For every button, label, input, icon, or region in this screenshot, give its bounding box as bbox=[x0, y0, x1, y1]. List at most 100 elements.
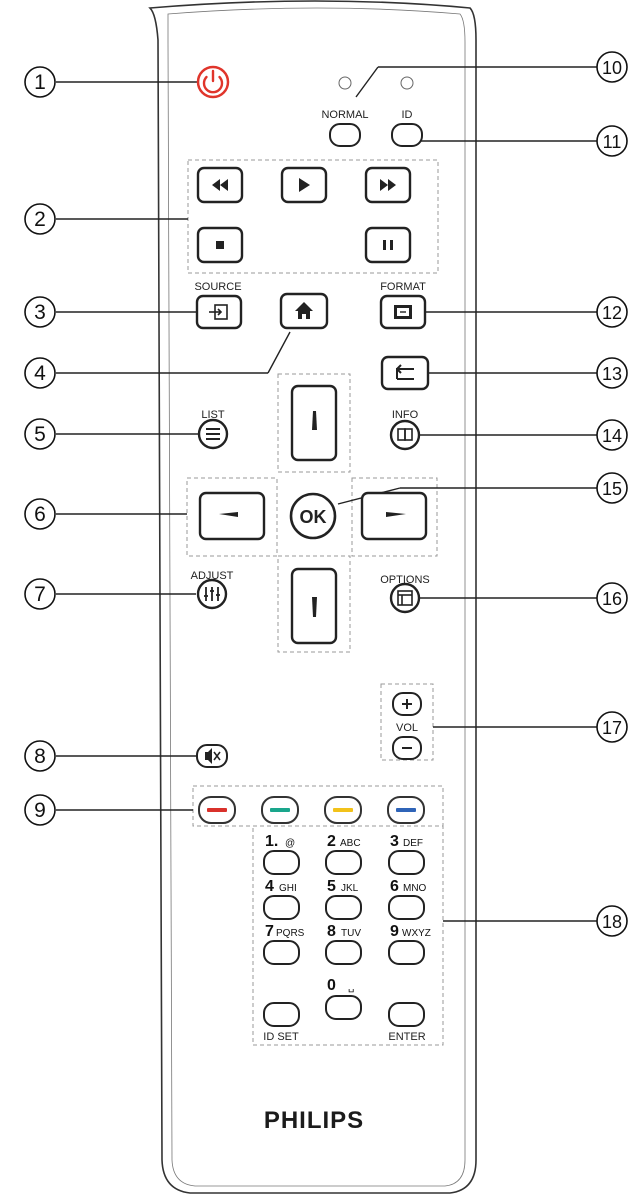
home-icon bbox=[295, 302, 313, 319]
indicator-led-left bbox=[338, 76, 352, 90]
svg-text:4: 4 bbox=[265, 878, 274, 895]
back-button[interactable] bbox=[380, 355, 430, 391]
svg-text:5: 5 bbox=[327, 878, 336, 895]
list-button[interactable] bbox=[197, 418, 229, 450]
green-color-key[interactable] bbox=[261, 796, 299, 824]
callout-14: 14 bbox=[596, 419, 628, 451]
format-aspect-icon bbox=[394, 305, 412, 319]
options-button[interactable] bbox=[389, 582, 421, 614]
numpad-key-7[interactable]: 7 PQRS bbox=[263, 923, 305, 965]
numpad-key-9[interactable]: 9 WXYZ bbox=[388, 923, 431, 965]
adjust-label: ADJUST bbox=[191, 570, 234, 582]
svg-text:WXYZ: WXYZ bbox=[402, 928, 431, 939]
enter-button[interactable]: ENTER bbox=[388, 1002, 426, 1043]
red-color-key[interactable] bbox=[198, 796, 236, 824]
id-label: ID bbox=[402, 109, 413, 121]
callout-15: 15 bbox=[596, 472, 628, 504]
rewind-icon bbox=[212, 179, 228, 191]
numpad-key-1[interactable]: 1. @ bbox=[263, 833, 300, 875]
normal-button[interactable] bbox=[329, 123, 361, 147]
adjust-sliders-icon bbox=[204, 587, 220, 601]
callout-1: 1 bbox=[24, 66, 56, 98]
power-button[interactable] bbox=[196, 65, 230, 99]
options-label: OPTIONS bbox=[380, 574, 430, 586]
numpad-key-4[interactable]: 4 GHI bbox=[263, 878, 300, 920]
numpad-box bbox=[252, 825, 444, 1046]
svg-text:1.: 1. bbox=[265, 833, 278, 850]
volume-down-button[interactable] bbox=[392, 736, 422, 760]
pause-button[interactable] bbox=[364, 226, 412, 264]
id-set-button[interactable]: ID SET bbox=[263, 1002, 300, 1043]
dpad-right-button[interactable] bbox=[360, 491, 428, 541]
right-arrow-icon bbox=[386, 512, 406, 517]
adjust-button[interactable] bbox=[196, 578, 228, 610]
fast-forward-button[interactable] bbox=[364, 166, 412, 204]
down-arrow-icon bbox=[312, 597, 317, 617]
volume-up-button[interactable] bbox=[392, 692, 422, 716]
svg-text:GHI: GHI bbox=[279, 883, 297, 894]
play-button[interactable] bbox=[280, 166, 328, 204]
info-button[interactable] bbox=[389, 419, 421, 451]
callouts-left: 1 2 3 4 5 6 7 8 9 bbox=[24, 66, 56, 826]
list-label: LIST bbox=[201, 409, 225, 421]
id-button[interactable] bbox=[391, 123, 423, 147]
numpad-key-8[interactable]: 8 TUV bbox=[325, 923, 362, 965]
svg-text:4: 4 bbox=[34, 362, 46, 385]
numpad-key-2[interactable]: 2 ABC bbox=[325, 833, 362, 875]
svg-text:6: 6 bbox=[34, 503, 46, 526]
numpad-key-0[interactable]: 0 ␣ bbox=[325, 977, 362, 1020]
mute-button[interactable] bbox=[196, 744, 228, 768]
fast-forward-icon bbox=[380, 179, 396, 191]
svg-text:2: 2 bbox=[327, 833, 336, 850]
ok-button[interactable]: OK bbox=[289, 492, 337, 540]
id-set-label: ID SET bbox=[263, 1031, 299, 1043]
pause-icon bbox=[383, 240, 393, 250]
callout-13: 13 bbox=[596, 357, 628, 389]
format-button[interactable] bbox=[379, 294, 427, 330]
dpad-right-box bbox=[351, 477, 438, 557]
home-button[interactable] bbox=[279, 292, 329, 330]
mute-speaker-icon bbox=[205, 748, 221, 764]
stop-button[interactable] bbox=[196, 226, 244, 264]
numpad: 1. @ 2 ABC 3 DEF 4 GHI 5 JKL 6 MNO bbox=[263, 833, 431, 1043]
dpad-up-box bbox=[277, 373, 351, 473]
callout-17: 17 bbox=[596, 711, 628, 743]
svg-text:MNO: MNO bbox=[403, 883, 427, 894]
svg-text:17: 17 bbox=[602, 718, 622, 738]
callout-16: 16 bbox=[596, 582, 628, 614]
svg-text:JKL: JKL bbox=[341, 883, 359, 894]
callout-4: 4 bbox=[24, 357, 56, 389]
info-label: INFO bbox=[392, 409, 419, 421]
callout-6: 6 bbox=[24, 498, 56, 530]
up-arrow-icon bbox=[312, 411, 317, 430]
callout-5: 5 bbox=[24, 418, 56, 450]
svg-text:3: 3 bbox=[390, 833, 399, 850]
plus-icon bbox=[402, 699, 412, 709]
numpad-key-6[interactable]: 6 MNO bbox=[388, 878, 427, 920]
svg-text:16: 16 bbox=[602, 589, 622, 609]
vol-label: VOL bbox=[396, 722, 418, 734]
svg-text:8: 8 bbox=[34, 745, 46, 768]
svg-text:10: 10 bbox=[602, 58, 622, 78]
svg-text:18: 18 bbox=[602, 912, 622, 932]
stop-icon bbox=[216, 241, 224, 249]
dpad-down-button[interactable] bbox=[290, 567, 338, 645]
blue-color-key[interactable] bbox=[387, 796, 425, 824]
numpad-key-3[interactable]: 3 DEF bbox=[388, 833, 425, 875]
yellow-color-key[interactable] bbox=[324, 796, 362, 824]
info-book-icon bbox=[397, 428, 413, 441]
svg-text:8: 8 bbox=[327, 923, 336, 940]
svg-text:7: 7 bbox=[34, 583, 46, 606]
callout-2: 2 bbox=[24, 203, 56, 235]
svg-text:11: 11 bbox=[603, 132, 622, 152]
source-button[interactable] bbox=[195, 294, 243, 330]
callout-9: 9 bbox=[24, 794, 56, 826]
numpad-key-5[interactable]: 5 JKL bbox=[325, 878, 362, 920]
svg-text:3: 3 bbox=[34, 301, 46, 324]
dpad-left-box bbox=[186, 477, 278, 557]
dpad-left-button[interactable] bbox=[198, 491, 266, 541]
svg-text:TUV: TUV bbox=[341, 928, 361, 939]
dpad-up-button[interactable] bbox=[290, 384, 338, 462]
rewind-button[interactable] bbox=[196, 166, 244, 204]
